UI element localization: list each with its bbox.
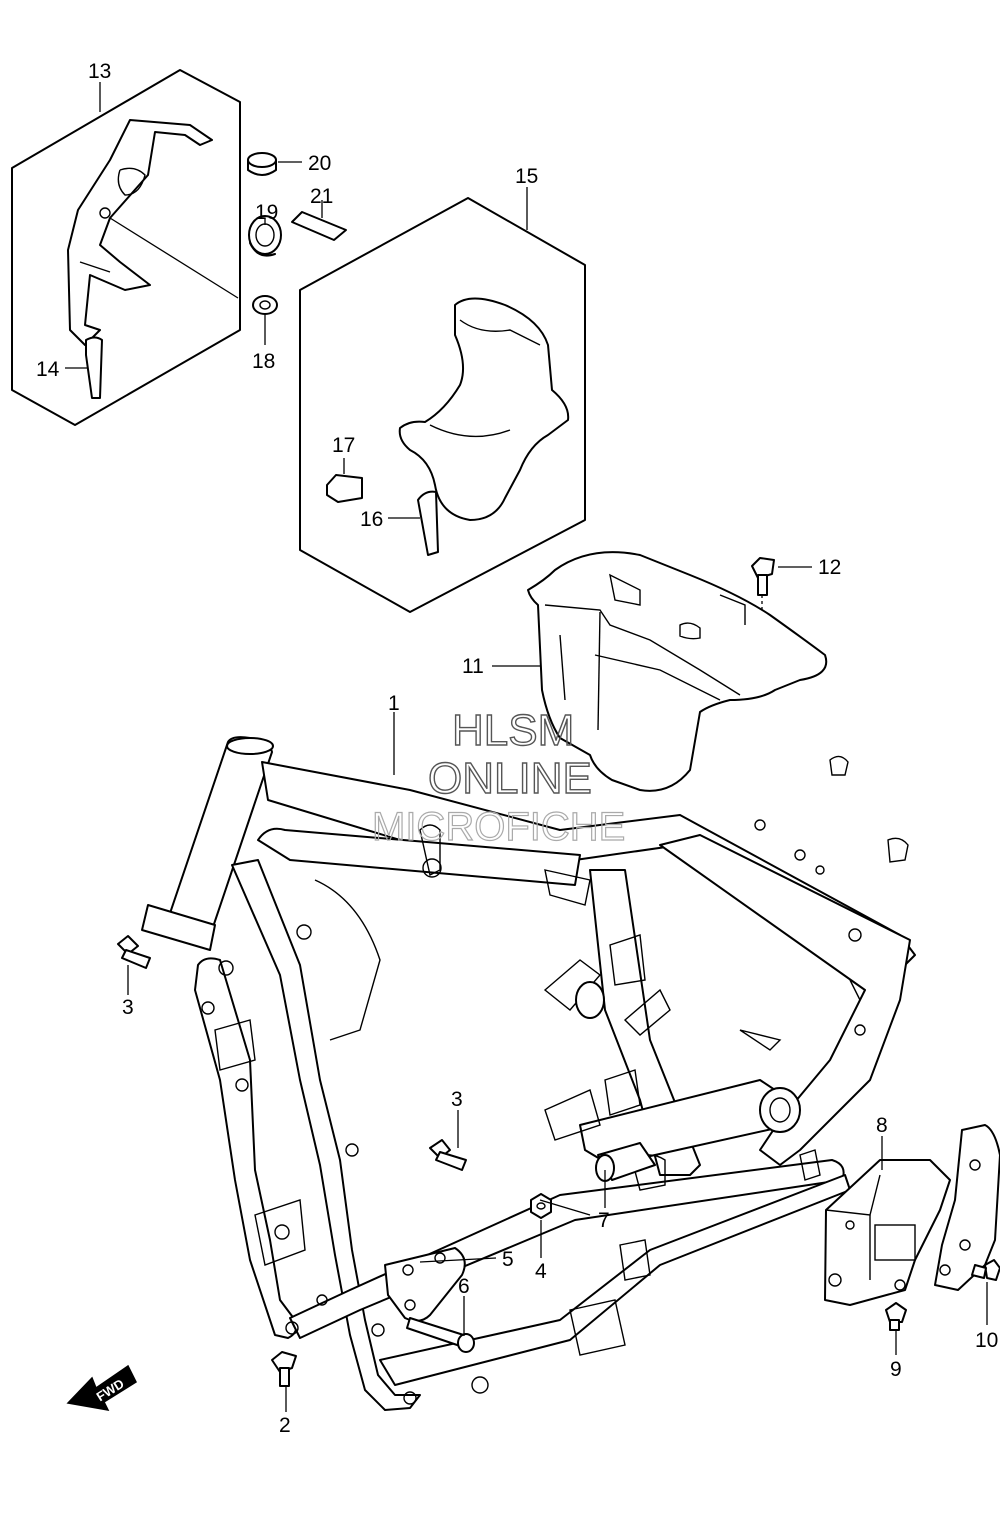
callout-16: 16 <box>360 508 383 531</box>
watermark-line-1: HLSM <box>452 706 574 755</box>
callout-12: 12 <box>818 556 841 579</box>
part-8-bracket <box>824 1159 951 1306</box>
callout-3-upper: 3 <box>122 996 134 1019</box>
part-9-bolt <box>885 1302 907 1331</box>
part-6-bolt <box>406 1317 475 1353</box>
callout-1: 1 <box>388 692 400 715</box>
callout-20: 20 <box>308 152 331 175</box>
part-19-grommet <box>248 215 282 257</box>
part-4-nut <box>530 1193 552 1219</box>
part-3-bolt-lower <box>429 1139 467 1171</box>
part-10-bracket <box>934 1124 1000 1291</box>
callout-4: 4 <box>535 1260 547 1283</box>
watermark: HLSM ONLINE MICROFICHE <box>371 705 626 849</box>
callout-19: 19 <box>255 201 278 224</box>
callouts: 1 2 3 3 4 5 6 7 8 9 10 11 12 13 14 15 16… <box>36 60 998 1437</box>
callout-7: 7 <box>598 1209 610 1232</box>
leader-lines <box>65 82 988 1412</box>
callout-11: 11 <box>462 655 484 678</box>
part-5-bracket <box>384 1247 466 1322</box>
part-18-collar <box>252 295 278 315</box>
callout-3-lower: 3 <box>451 1088 463 1111</box>
part-20-grommet <box>247 152 277 176</box>
callout-15: 15 <box>515 165 538 188</box>
callout-13: 13 <box>88 60 111 83</box>
watermark-line-3: MICROFICHE <box>372 805 625 849</box>
fwd-arrow-icon: FWD <box>66 1364 137 1411</box>
callout-18: 18 <box>252 350 275 373</box>
part-1-frame <box>141 736 916 1411</box>
inset-15-seat <box>299 197 586 613</box>
inset-13-frame-cover <box>11 69 241 426</box>
callout-2: 2 <box>279 1414 291 1437</box>
part-3-bolt-upper <box>117 935 151 969</box>
callout-21: 21 <box>310 185 333 208</box>
callout-9: 9 <box>890 1358 902 1381</box>
callout-17: 17 <box>332 434 355 457</box>
callout-8: 8 <box>876 1114 888 1137</box>
watermark-line-2: ONLINE <box>428 754 592 803</box>
part-2-bolt <box>271 1351 297 1387</box>
callout-14: 14 <box>36 358 60 381</box>
part-10-bolt <box>971 1259 1000 1281</box>
callout-6: 6 <box>458 1275 470 1298</box>
part-11-tray <box>527 551 828 792</box>
callout-5: 5 <box>502 1248 514 1271</box>
callout-10: 10 <box>975 1329 998 1352</box>
part-21-strip <box>291 211 347 241</box>
